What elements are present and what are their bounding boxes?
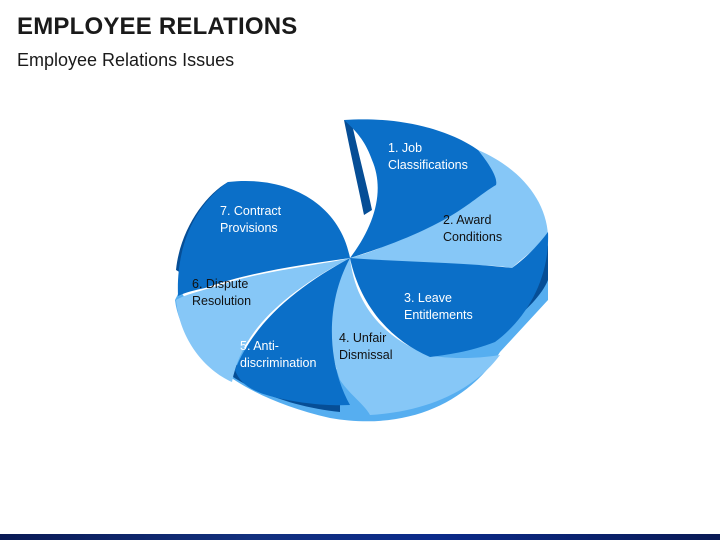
segment-6-label: 6. Dispute Resolution: [192, 277, 252, 308]
segment-4-unfair-dismissal: [329, 258, 500, 415]
segment-7-contract-provisions: [177, 180, 350, 296]
segment-1-label: 1. Job Classifications: [388, 141, 468, 172]
segment-4-label: 4. Unfair Dismissal: [339, 331, 392, 362]
segment-7-label: 7. Contract Provisions: [220, 204, 285, 235]
segment-1-job-classifications: [344, 119, 497, 258]
segment-5-anti-discrimination: [235, 258, 350, 406]
slide-subtitle: Employee Relations Issues: [17, 50, 235, 70]
segment-2-label: 2. Award Conditions: [443, 213, 502, 244]
segment-1-side: [344, 120, 372, 215]
segment-5-label: 5. Anti- discrimination: [240, 339, 316, 370]
segment-6-dispute-resolution: [176, 258, 350, 382]
segment-3-leave-entitlements: [350, 232, 549, 357]
slide-title: EMPLOYEE RELATIONS: [17, 13, 298, 40]
segment-3-label: 3. Leave Entitlements: [404, 291, 473, 322]
footer-bar: [0, 534, 720, 540]
